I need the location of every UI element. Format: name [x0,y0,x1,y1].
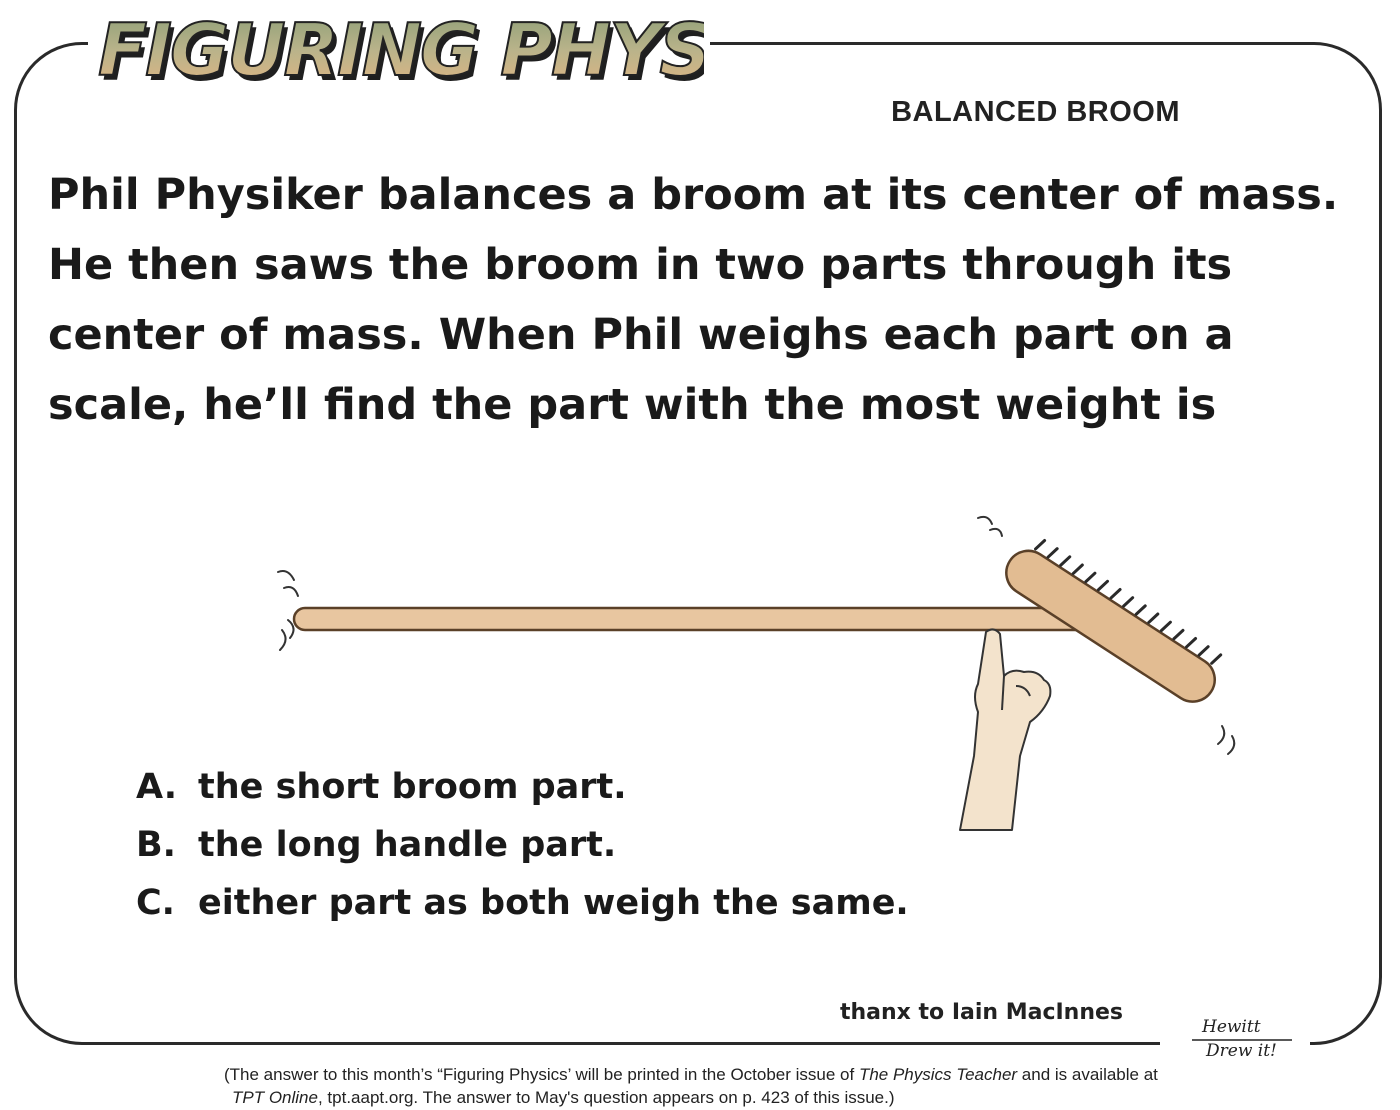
choice-text: the long handle part. [198,825,617,865]
footer-line-2: TPT Online, tpt.aapt.org. The answer to … [224,1086,1224,1109]
choice-c: C. either part as both weigh the same. [136,874,909,932]
broom-handle [292,606,1100,632]
frame-gap-logo [88,8,710,86]
frame-gap-signature [1160,1020,1310,1080]
broom-illustration [277,515,1236,831]
broom-head [1005,538,1223,703]
choice-a: A. the short broom part. [136,758,909,816]
signature-line-1: Hewitt [1201,1017,1261,1037]
choice-text: the short broom part. [198,767,627,807]
choice-text: either part as both weigh the same. [198,883,909,923]
broom-bristles [1034,538,1223,665]
figuring-physics-logo: FIGURING PHYSICS FIGURING PHYSICS [97,12,704,92]
journal-title: The Physics Teacher [858,1065,1018,1084]
page-title: BALANCED BROOM [891,96,1180,128]
tpt-online: TPT Online [232,1088,318,1107]
motion-lines-left [277,570,299,651]
signature-line-2: Drew it! [1205,1041,1277,1061]
answer-choices: A. the short broom part. B. the long handl… [136,758,909,932]
footer-text: (The answer to this month’s “Figuring Ph… [224,1065,859,1084]
motion-lines-right [977,515,1236,755]
footer-text: , tpt.aapt.org. The answer to May's ques… [317,1088,895,1107]
logo-text: FIGURING PHYSICS [98,12,704,92]
footer-note: (The answer to this month’s “Figuring Ph… [224,1063,1224,1109]
artist-signature: Hewitt Drew it! [1192,1017,1292,1061]
credit-text: thanx to Iain MacInnes [840,1000,1124,1025]
logo-text-shadow: FIGURING PHYSICS [102,13,704,92]
question-text: Phil Physiker balances a broom at its ce… [48,170,1339,430]
footer-line-1: (The answer to this month’s “Figuring Ph… [224,1063,1224,1086]
hand [959,628,1052,831]
footer-text: and is available at [1017,1065,1158,1084]
choice-letter: B. [136,825,176,865]
choice-b: B. the long handle part. [136,816,909,874]
choice-letter: C. [136,883,175,923]
choice-letter: A. [136,767,178,807]
